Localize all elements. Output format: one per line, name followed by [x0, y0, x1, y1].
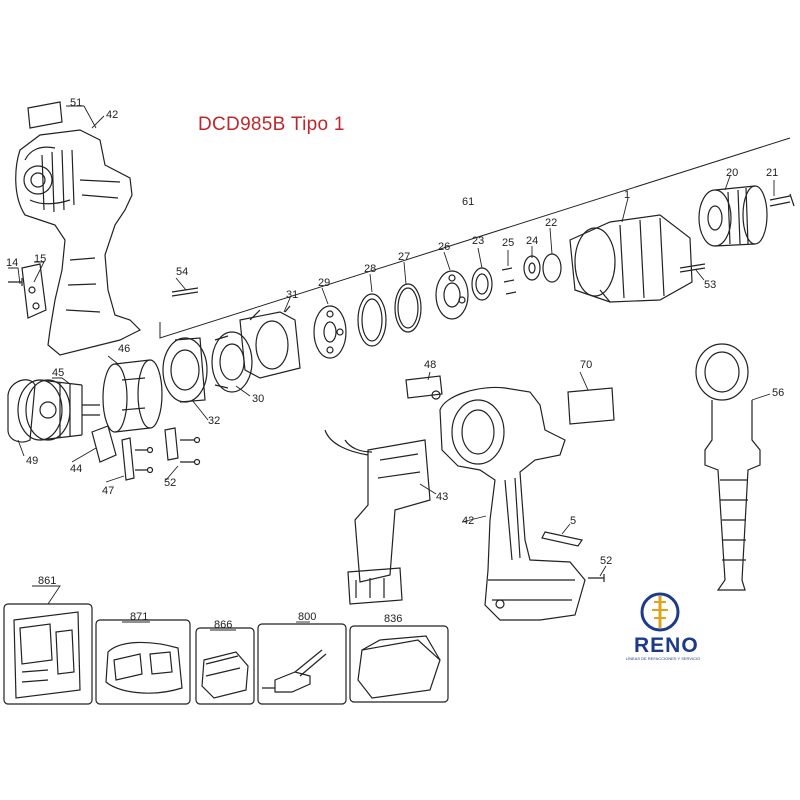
pins-25-part	[501, 267, 517, 295]
callout-52a: 52	[164, 477, 176, 489]
callout-42b: 42	[462, 515, 474, 527]
callout-54: 54	[176, 266, 188, 278]
accessory-box-800	[257, 623, 347, 705]
callout-24: 24	[526, 235, 538, 247]
chuck-20-part	[698, 185, 768, 247]
callout-42a: 42	[106, 109, 118, 121]
gear-housing-32-part	[162, 337, 208, 403]
callout-44: 44	[70, 463, 82, 475]
callout-29: 29	[318, 277, 330, 289]
accessory-box-866	[195, 627, 255, 705]
callout-47: 47	[102, 485, 114, 497]
side-handle-56-part	[695, 343, 761, 591]
switch-lever-48-part	[405, 375, 443, 400]
callout-836: 836	[384, 613, 402, 625]
accessory-box-836	[349, 625, 449, 703]
gear-carrier-31-part	[239, 305, 301, 379]
callout-15: 15	[34, 253, 46, 265]
callout-800: 800	[298, 611, 316, 623]
callout-5: 5	[570, 515, 576, 527]
callout-numbers: 51 42 61 1 20 21 22 23 25 24 26 27 28 29…	[6, 97, 784, 631]
diagram-title: DCD985B Tipo 1	[198, 114, 345, 135]
housing-right-half-part	[439, 386, 586, 621]
callout-46: 46	[118, 343, 130, 355]
logo-wordmark: RENO	[634, 634, 699, 657]
switch-43-part	[324, 429, 431, 605]
clip-22-part	[542, 253, 562, 283]
accessory-box-861	[3, 603, 93, 705]
links-screws-part	[121, 427, 201, 481]
callout-53: 53	[704, 279, 716, 291]
callout-25: 25	[502, 237, 514, 249]
screw-52b-part	[588, 574, 605, 582]
callout-23: 23	[472, 235, 484, 247]
label-70-part	[567, 387, 615, 425]
callout-30: 30	[252, 393, 264, 405]
housing-left-half-part	[15, 129, 142, 356]
callout-27: 27	[398, 251, 410, 263]
ring-23-part	[471, 267, 493, 301]
plate-26-part	[435, 270, 469, 320]
callout-866: 866	[214, 619, 232, 631]
label-plate-part	[27, 101, 63, 129]
callout-45: 45	[52, 367, 64, 379]
callout-61: 61	[462, 196, 474, 208]
pin-54-part	[171, 287, 199, 297]
callout-20: 20	[726, 167, 738, 179]
gear-29-part	[313, 305, 347, 359]
callout-28: 28	[364, 263, 376, 275]
washer-24-part	[523, 255, 541, 281]
callout-51: 51	[70, 97, 82, 109]
callout-43: 43	[436, 491, 448, 503]
bracket-15-part	[21, 263, 47, 319]
magnet-ring-part	[102, 359, 163, 433]
callout-14: 14	[6, 257, 18, 269]
assembly-bracket-61	[159, 137, 791, 339]
brush-plate-part	[91, 425, 117, 463]
callout-70: 70	[580, 359, 592, 371]
callout-1: 1	[624, 189, 630, 201]
callout-26: 26	[438, 241, 450, 253]
ring-28-part	[357, 293, 387, 347]
callout-49: 49	[26, 455, 38, 467]
callout-56: 56	[772, 387, 784, 399]
callout-22: 22	[545, 217, 557, 229]
label-5-part	[541, 531, 583, 547]
callout-21: 21	[766, 167, 778, 179]
screw-21-part	[769, 193, 795, 207]
callout-48: 48	[424, 359, 436, 371]
brush-holder-part	[7, 379, 36, 443]
accessory-box-871	[95, 619, 191, 705]
callout-52b: 52	[600, 555, 612, 567]
leader-lines	[8, 105, 775, 631]
callout-871: 871	[130, 611, 148, 623]
reno-logo-mark	[640, 592, 680, 632]
logo-tagline: LÍNEAS DE REFACCIONES Y SERVICIO	[625, 656, 701, 661]
gear-case-1-part	[569, 214, 693, 303]
ring-gear-30-part	[211, 331, 253, 393]
callout-861: 861	[38, 575, 56, 587]
screw-53-part	[679, 263, 706, 273]
callout-31: 31	[286, 289, 298, 301]
ring-27-part	[394, 283, 422, 333]
motor-armature-part	[17, 379, 100, 441]
callout-32: 32	[208, 415, 220, 427]
